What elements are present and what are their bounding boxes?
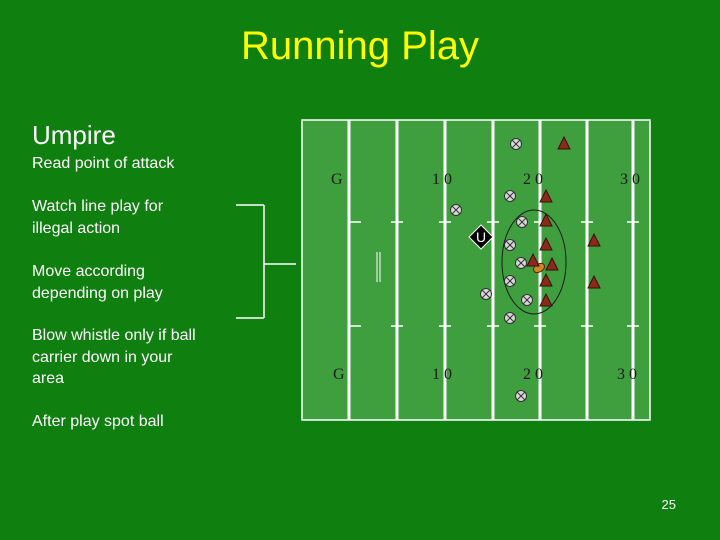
defense-player (587, 274, 601, 289)
offense-player (521, 294, 533, 306)
offense-player (504, 190, 516, 202)
yard-label-top-g: G (331, 171, 343, 188)
official-heading: Umpire (32, 120, 116, 150)
defense-player (539, 292, 553, 307)
defense-player (539, 236, 553, 251)
offense-player (480, 288, 492, 300)
defense-player (539, 272, 553, 287)
point-of-attack-oval (501, 209, 567, 315)
defense-player (545, 256, 559, 271)
yard-label-bottom-g: G (333, 366, 345, 383)
defense-player (539, 188, 553, 203)
page-number: 25 (661, 497, 676, 512)
offense-player (504, 312, 516, 324)
football-field (301, 119, 651, 421)
defense-player (587, 232, 601, 247)
defense-player (526, 252, 540, 267)
yard-label-top-20: 2 0 (523, 171, 543, 188)
offense-players (450, 138, 533, 402)
bullet-watch-line-play: Watch line play for illegal action (32, 198, 164, 237)
offense-player (450, 204, 462, 216)
umpire-marker: U (468, 224, 494, 250)
offense-player (504, 239, 516, 251)
offense-player (510, 138, 522, 150)
offense-player (515, 257, 527, 269)
field-center-tick (376, 252, 381, 282)
yard-label-top-10: 1 0 (432, 171, 452, 188)
yard-label-bottom-20: 2 0 (523, 366, 543, 383)
bracket-connector (236, 204, 296, 319)
slide-title: Running Play (241, 24, 479, 68)
bullet-spot-ball: After play spot ball (32, 413, 164, 430)
defense-players (526, 135, 601, 307)
bullet-read-point-of-attack: Read point of attack (32, 155, 175, 172)
yard-label-bottom-30: 3 0 (617, 366, 637, 383)
offense-player (516, 216, 528, 228)
umpire-label: U (476, 229, 486, 245)
bullet-blow-whistle: Blow whistle only if ball carrier down i… (32, 327, 196, 387)
defense-player (539, 212, 553, 227)
defense-player (557, 135, 571, 150)
offense-player (504, 275, 516, 287)
bullet-move-according: Move according depending on play (32, 263, 163, 302)
yard-label-top-30: 3 0 (620, 171, 640, 188)
offense-player (515, 390, 527, 402)
yard-label-bottom-10: 1 0 (432, 366, 452, 383)
